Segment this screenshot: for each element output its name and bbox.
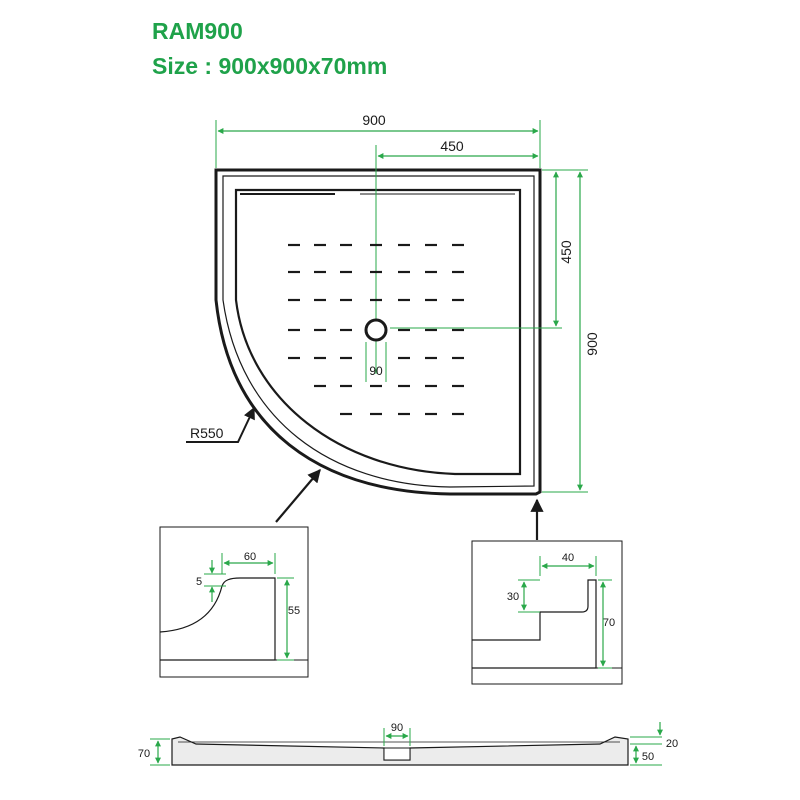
- side-view: 70 90 20 50: [138, 722, 678, 766]
- tray-basin-outline: [234, 188, 522, 476]
- section-arrow-curved: [275, 468, 321, 523]
- straight-top-label: 40: [562, 552, 574, 564]
- side-base-label: 50: [642, 751, 654, 763]
- straight-step-label: 30: [507, 591, 519, 603]
- plan-width-dimension: 900 450: [215, 112, 541, 168]
- straight-edge-profile: [472, 579, 597, 669]
- plan-view: 900 450 450 900 90 R550: [186, 112, 600, 540]
- radius-callout: R550: [186, 406, 255, 443]
- plan-half-width-label: 450: [440, 138, 464, 154]
- plan-drain-dimension: 90: [365, 342, 387, 382]
- curved-top-label: 60: [244, 551, 256, 563]
- curved-lip-label: 5: [196, 576, 202, 588]
- side-height-label: 70: [138, 748, 150, 760]
- plan-half-depth-label: 450: [558, 240, 574, 264]
- drain-hole: [364, 318, 388, 342]
- size-title: Size : 900x900x70mm: [152, 53, 388, 79]
- model-title: RAM900: [152, 18, 243, 44]
- plan-depth-dimension: 450 900: [542, 169, 600, 493]
- detail-straight-edge: 40 30 70: [471, 540, 623, 685]
- detail-curved-edge: 60 5 55: [159, 526, 309, 678]
- plan-drain-label: 90: [369, 364, 383, 378]
- plan-depth-label: 900: [584, 332, 600, 356]
- anti-slip-pattern: [288, 243, 464, 416]
- curved-height-label: 55: [288, 605, 300, 617]
- tray-rim-line: [222, 175, 535, 488]
- tray-outer-outline: [214, 168, 542, 496]
- side-drain-label: 90: [391, 722, 403, 734]
- radius-label: R550: [190, 425, 224, 441]
- side-rim-label: 20: [666, 738, 678, 750]
- plan-width-label: 900: [362, 112, 386, 128]
- side-view-drain: [383, 747, 411, 761]
- straight-height-label: 70: [603, 617, 615, 629]
